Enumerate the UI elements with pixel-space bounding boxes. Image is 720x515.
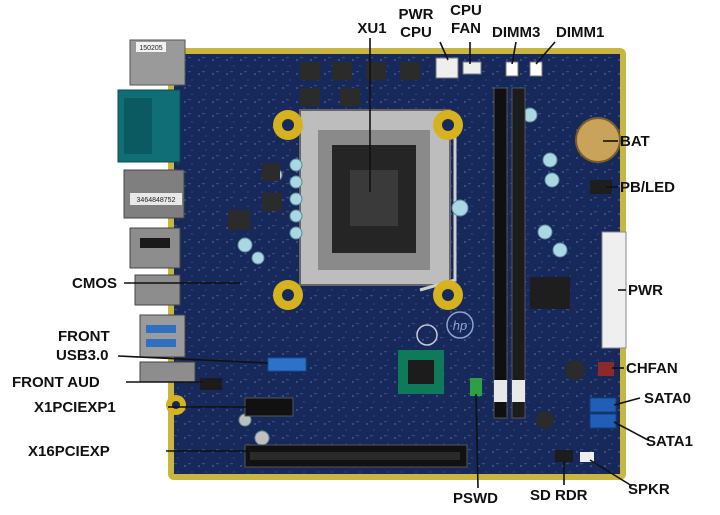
- pswd-jumper: [470, 378, 482, 396]
- label-bat: BAT: [620, 133, 650, 150]
- chfan-header: [598, 362, 614, 376]
- label-front-usb-2: USB3.0: [56, 347, 109, 364]
- board-sticker: [136, 42, 166, 52]
- dimm1-latch: [529, 61, 543, 77]
- leader-dimm3: [511, 41, 517, 65]
- label-spkr: SPKR: [628, 481, 670, 498]
- label-pwr-cpu-1: PWR: [398, 6, 434, 23]
- cpu-fan-header: [462, 61, 482, 75]
- leader-lines: [117, 38, 649, 489]
- pb-led-header: [590, 180, 612, 194]
- leader-dimm1: [535, 41, 556, 65]
- label-cpu-fan-1: CPU: [450, 2, 482, 19]
- sd-rdr-header: [555, 450, 573, 462]
- pwr-cpu-header: [435, 57, 459, 79]
- spkr-header: [580, 452, 594, 462]
- front-aud-header: [200, 378, 222, 390]
- hp-logo: [446, 311, 474, 339]
- mounting-pads: [166, 110, 463, 415]
- label-pwr: PWR: [628, 282, 663, 299]
- leader-sata1: [613, 421, 649, 441]
- label-sata0: SATA0: [644, 390, 691, 407]
- rear-io-ports: 150205 3464848752: [117, 39, 196, 383]
- front-usb-header: [267, 357, 307, 372]
- board-sticker-text: 150205: [139, 45, 162, 52]
- leader-spkr: [589, 459, 633, 487]
- sata1-port: [589, 413, 617, 429]
- label-cpu-fan-2: FAN: [451, 20, 481, 37]
- leader-sata0: [613, 397, 641, 406]
- hp-logo-text: hp: [453, 318, 467, 333]
- cpu-socket: [299, 109, 457, 292]
- label-dimm1: DIMM1: [556, 24, 605, 41]
- leader-pswd: [475, 393, 479, 489]
- label-pwr-cpu-2: CPU: [400, 24, 432, 41]
- sata0-port: [589, 397, 617, 413]
- leader-pwr-cpu: [439, 41, 449, 61]
- dimm-slots: [493, 87, 526, 419]
- label-front-usb-1: FRONT: [58, 328, 110, 345]
- dimm3-latch: [505, 61, 519, 77]
- label-sata1: SATA1: [646, 433, 693, 450]
- label-x1pciexp1: X1PCIEXP1: [34, 399, 116, 416]
- cmos-battery: [575, 117, 621, 163]
- label-cmos: CMOS: [72, 275, 117, 292]
- label-dimm3: DIMM3: [492, 24, 541, 41]
- label-xu1: XU1: [357, 20, 387, 37]
- inductors: [228, 62, 585, 429]
- label-chfan: CHFAN: [626, 360, 678, 377]
- leader-front-usb: [117, 355, 269, 364]
- label-pswd: PSWD: [453, 490, 498, 507]
- label-sd-rdr: SD RDR: [530, 487, 588, 504]
- label-pb-led: PB/LED: [620, 179, 676, 196]
- label-x16pciexp: X16PCIEXP: [28, 443, 110, 460]
- label-front-aud: FRONT AUD: [12, 374, 100, 391]
- serial-sticker-text: 3464848752: [137, 197, 176, 204]
